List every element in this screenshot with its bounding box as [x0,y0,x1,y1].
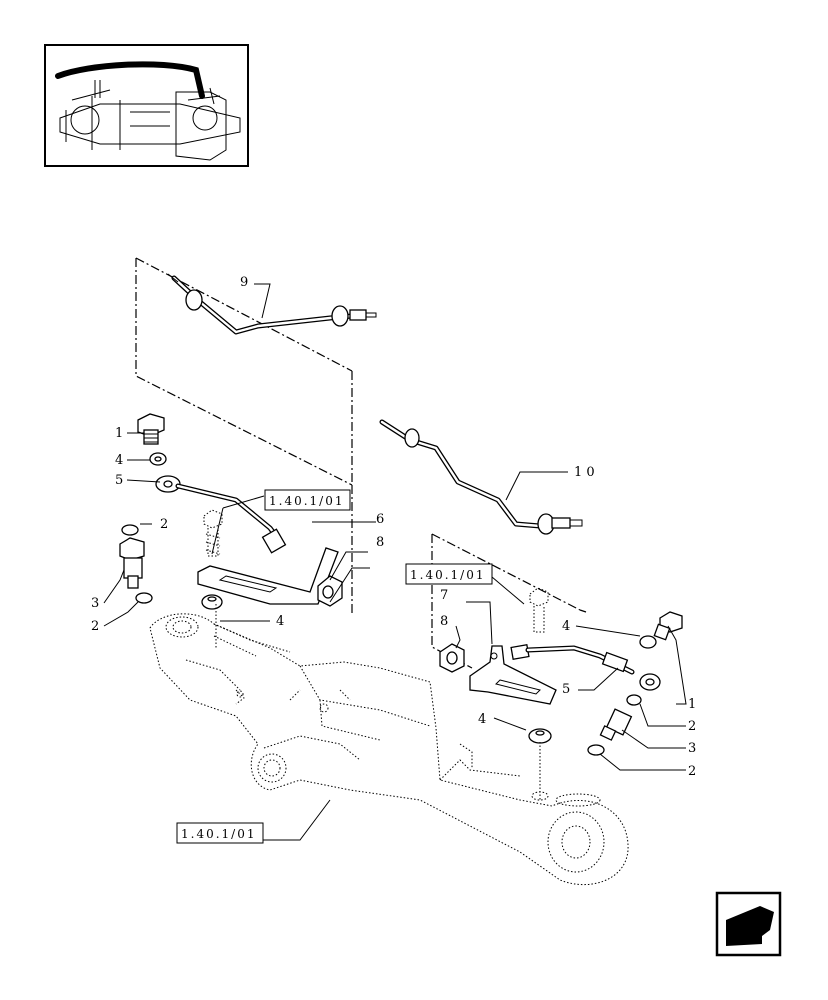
callout-8: 8 [376,535,384,550]
reference-3-label: 1.40.1/01 [181,827,256,841]
callout-6: 6 [376,512,384,527]
reference-1-label: 1.40.1/01 [269,494,344,508]
axle-thumbnail-icon [44,44,249,167]
right-fittings [439,587,683,756]
callout-2: 2 [160,517,168,532]
axle-housing [149,604,629,886]
left-fittings [119,413,343,610]
reference-2: 1.40.1/01 [405,563,493,585]
callout-3: 3 [688,741,696,756]
callout-8: 8 [440,614,448,629]
reference-3: 1.40.1/01 [176,822,264,844]
callout-10: 1 0 [574,465,595,480]
brake-pipe-upper [167,273,377,335]
callouts: 1 4 5 2 3 2 4 6 8 9 1 0 7 8 4 4 5 1 2 3 … [91,275,696,779]
callout-2: 2 [91,619,99,634]
callout-4: 4 [115,453,123,468]
brake-pipe-middle [379,419,583,535]
reference-1: 1.40.1/01 [264,489,351,511]
page-turn-arrow-icon[interactable] [715,891,782,957]
callout-4: 4 [562,619,570,634]
callout-1: 1 [688,697,696,712]
callout-5: 5 [562,682,570,697]
callout-4: 4 [478,712,486,727]
callout-7: 7 [440,588,448,603]
callout-2: 2 [688,764,696,779]
callout-2: 2 [688,719,696,734]
callout-3: 3 [91,596,99,611]
callout-5: 5 [115,473,123,488]
callout-4: 4 [276,614,284,629]
callout-9: 9 [240,275,248,290]
callout-1: 1 [115,426,123,441]
leader-lines [103,283,687,841]
reference-2-label: 1.40.1/01 [410,568,485,582]
